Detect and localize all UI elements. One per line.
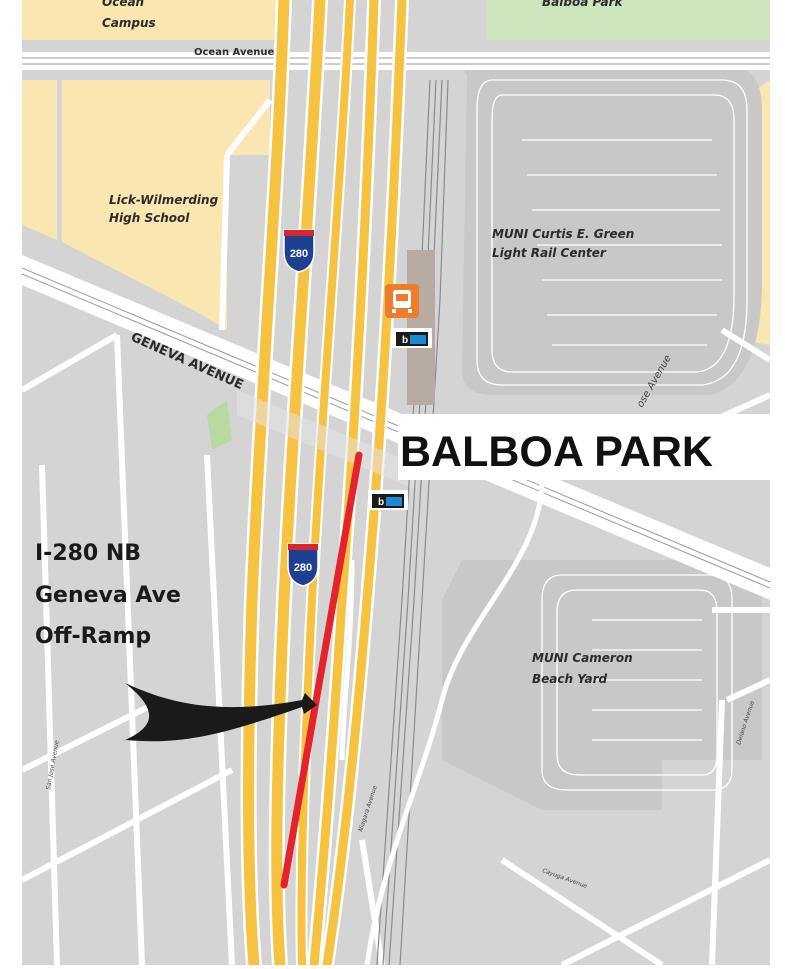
callout-line3: Off-Ramp xyxy=(35,624,151,649)
balboa-park-label: Balboa Park xyxy=(542,0,624,9)
i280-nb-geneva-off-ramp[interactable] xyxy=(280,451,363,889)
svg-text:280: 280 xyxy=(290,248,308,260)
light-rail-icon xyxy=(385,284,419,318)
green-center-label-line2: Light Rail Center xyxy=(492,246,607,260)
interstate-280-shield-south: 280 xyxy=(287,543,319,587)
callout-line2: Geneva Ave xyxy=(35,583,181,608)
station-title-background xyxy=(398,414,770,480)
map-canvas[interactable]: 280 280 b b Ocean Campus Balboa Park Oce… xyxy=(22,0,770,965)
geneva-avenue-road xyxy=(22,255,770,600)
bart-logo-icon: b xyxy=(368,490,408,510)
green-center-label-line1: MUNI Curtis E. Green xyxy=(492,227,634,241)
school-label-line2: High School xyxy=(109,211,190,225)
cameron-label-line1: MUNI Cameron xyxy=(532,651,633,665)
ocean-campus-label-top: Ocean xyxy=(102,0,144,9)
callout-line1: I-280 NB xyxy=(35,541,141,566)
station-title: BALBOA PARK xyxy=(400,428,713,476)
station-platform xyxy=(407,250,435,405)
bart-logo-icon: b xyxy=(392,328,432,348)
curtis-green-yard xyxy=(462,65,762,395)
cameron-beach-yard xyxy=(442,560,762,810)
curtis-green-tracks xyxy=(476,79,748,386)
svg-text:b: b xyxy=(402,335,408,346)
pointer-arrow-icon xyxy=(125,683,317,742)
interstate-280-shield-north: 280 xyxy=(283,229,315,273)
school-label-line1: Lick-Wilmerding xyxy=(109,193,219,207)
svg-text:b: b xyxy=(378,497,384,508)
lick-wilmerding-area xyxy=(62,80,270,330)
cameron-label-line2: Beach Yard xyxy=(532,672,607,686)
ocean-avenue-label: Ocean Avenue xyxy=(194,47,274,58)
svg-text:280: 280 xyxy=(294,562,312,574)
ocean-campus-area xyxy=(22,0,282,40)
cameron-tracks xyxy=(541,574,733,791)
ocean-campus-label: Campus xyxy=(102,16,156,30)
balboa-park-area xyxy=(487,0,770,40)
